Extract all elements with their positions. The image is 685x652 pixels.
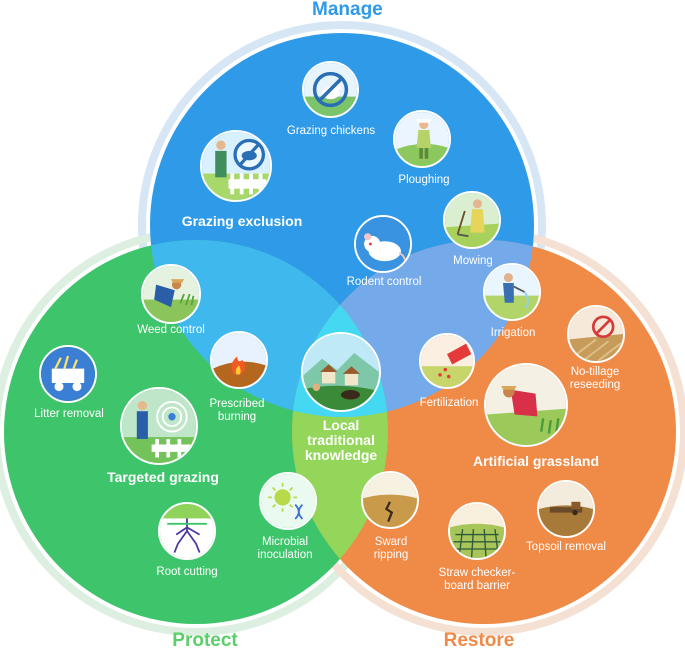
label-weed-control: Weed control xyxy=(137,324,205,336)
targeted-grazing-icon xyxy=(120,387,198,465)
mowing-icon xyxy=(443,191,501,249)
rodent-icon xyxy=(354,215,412,273)
label-irrigation: Irrigation xyxy=(490,327,536,339)
label-rodent-control: Rodent control xyxy=(346,276,422,288)
straw-grid-icon xyxy=(448,502,506,560)
label-root-cutting: Root cutting xyxy=(156,566,218,578)
irrigation-icon xyxy=(483,263,541,321)
litter-cart-icon xyxy=(39,345,97,403)
village-landscape-icon xyxy=(301,332,381,412)
label-straw-checkerboard-barrier: Straw checker-board barrier xyxy=(438,567,516,592)
restore-title: Restore xyxy=(443,630,515,651)
label-targeted-grazing: Targeted grazing xyxy=(107,469,219,485)
root-icon xyxy=(158,502,216,560)
manage-title: Manage xyxy=(312,0,383,20)
microbe-dna-icon xyxy=(259,472,317,530)
planting-farmer-icon xyxy=(484,363,568,447)
no-tillage-icon xyxy=(567,305,625,363)
protect-title: Protect xyxy=(172,630,238,651)
fertilizer-bag-icon xyxy=(419,333,475,389)
fire-icon xyxy=(210,331,268,389)
sward-crack-icon xyxy=(361,471,419,529)
label-litter-removal: Litter removal xyxy=(34,408,104,420)
farmer-ploughing-icon xyxy=(393,110,451,168)
label-mowing: Mowing xyxy=(453,255,493,267)
label-artificial-grassland: Artificial grassland xyxy=(472,453,600,469)
manage-restore-overlap xyxy=(292,240,534,417)
manage-protect-overlap xyxy=(150,240,388,417)
topsoil-tractor-icon xyxy=(537,480,595,538)
label-fertilization: Fertilization xyxy=(419,397,479,409)
label-grazing-exclusion: Grazing exclusion xyxy=(181,213,303,229)
label-topsoil-removal: Topsoil removal xyxy=(526,541,606,553)
no-grazing-chicken-icon xyxy=(302,61,359,118)
label-ploughing: Ploughing xyxy=(398,174,450,186)
no-grazing-livestock-icon xyxy=(200,130,272,202)
label-grazing-chickens: Grazing chickens xyxy=(286,125,376,137)
weeding-farmer-icon xyxy=(141,264,201,324)
